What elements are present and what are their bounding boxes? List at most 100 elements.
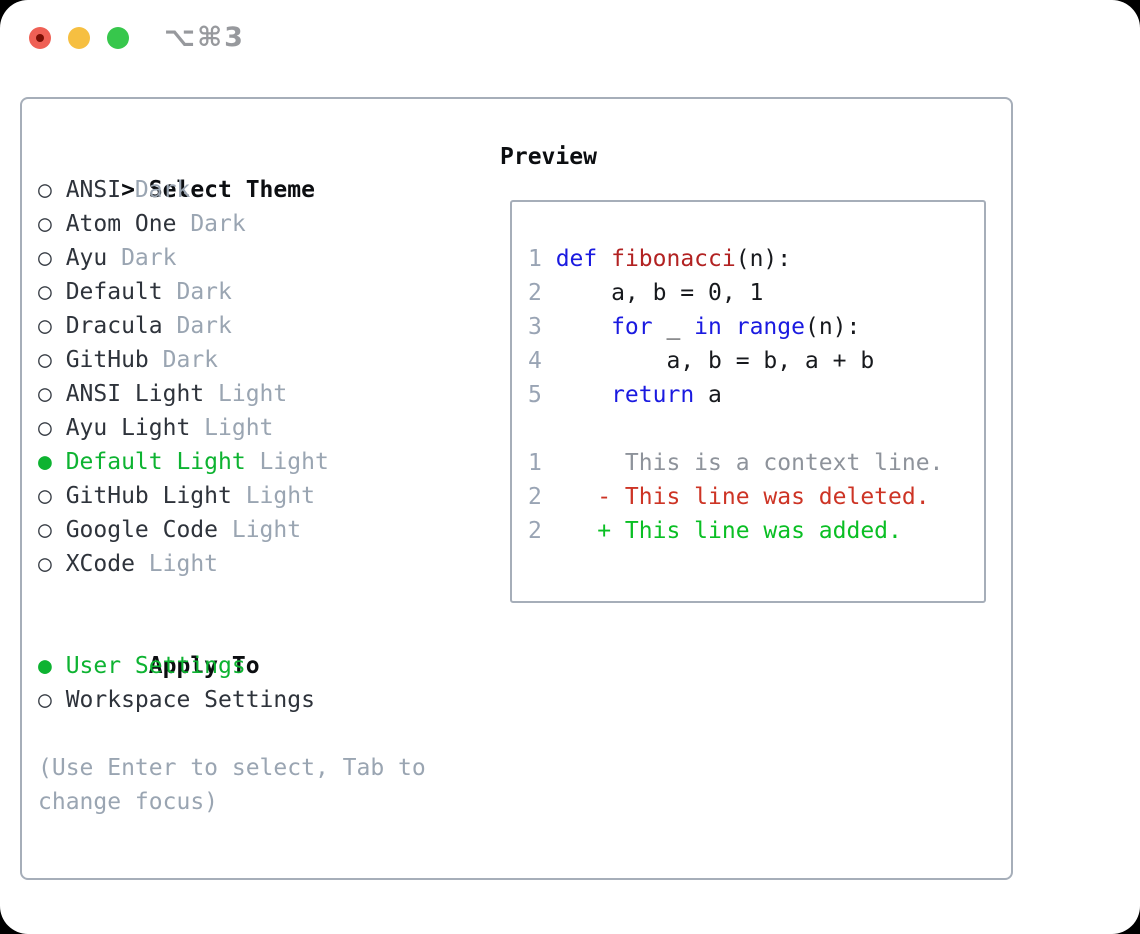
theme-name: Dracula <box>65 313 163 339</box>
radio-icon: ○ <box>38 347 52 373</box>
code-token <box>556 518 598 544</box>
section-gap <box>38 717 488 751</box>
theme-name: Ayu Light <box>65 415 191 441</box>
minimize-button[interactable] <box>68 27 90 49</box>
theme-name: ANSI <box>65 177 122 203</box>
radio-icon: ○ <box>38 551 52 577</box>
line-number: 1 <box>528 450 542 476</box>
code-token <box>722 314 736 340</box>
code-line: 2 a, b = 0, 1 <box>528 276 984 310</box>
theme-item[interactable]: ○ Default Dark <box>38 275 488 309</box>
radio-icon: ○ <box>38 483 52 509</box>
code-token: a, b = 0, 1 <box>555 280 764 306</box>
radio-icon: ○ <box>38 517 52 543</box>
theme-variant: Dark <box>162 313 232 339</box>
line-number: 2 <box>528 280 542 306</box>
theme-name: XCode <box>65 551 135 577</box>
theme-variant: Light <box>134 551 219 577</box>
close-button[interactable] <box>29 27 51 49</box>
radio-icon: ○ <box>38 313 52 339</box>
diff-line: 2 - This line was deleted. <box>528 480 984 514</box>
theme-item[interactable]: ○Ayu Dark <box>38 241 488 275</box>
theme-item[interactable]: ○ ANSI Dark <box>38 173 488 207</box>
title-bar: ⌥⌘3 <box>0 0 1140 76</box>
select-theme-header: > Select Theme <box>38 139 488 203</box>
code-token: This is a context line. <box>555 450 944 476</box>
line-number: 2 <box>528 518 542 544</box>
theme-item[interactable]: ○Atom One Dark <box>38 207 488 241</box>
theme-item[interactable]: ●Default Light Light <box>38 445 488 479</box>
code-token: return <box>611 382 695 408</box>
code-token <box>556 314 611 340</box>
theme-name: Google Code <box>65 517 219 543</box>
theme-variant: Light <box>218 517 302 543</box>
theme-item[interactable]: ○ XCode Light <box>38 547 488 581</box>
apply-to-list: ●User Settings○Workspace Settings <box>38 649 488 717</box>
radio-icon: ○ <box>38 381 52 407</box>
theme-variant: Light <box>231 483 315 509</box>
theme-name: GitHub Light <box>65 483 232 509</box>
blank-line <box>528 412 984 446</box>
theme-item[interactable]: ○ GitHub Light Light <box>38 479 488 513</box>
code-token: in <box>694 314 722 340</box>
code-token: a <box>694 382 722 408</box>
theme-variant: Dark <box>162 279 232 305</box>
theme-name: Default Light <box>65 449 246 475</box>
theme-variant: Dark <box>121 177 191 203</box>
code-token <box>556 484 598 510</box>
apply-to-option[interactable]: ○Workspace Settings <box>38 683 488 717</box>
line-number: 5 <box>528 382 542 408</box>
section-gap <box>38 581 488 615</box>
code-token <box>556 382 611 408</box>
apply-to-header: Apply To <box>38 615 488 679</box>
apply-to-option-label: Workspace Settings <box>65 687 315 713</box>
radio-selected-icon: ● <box>38 449 52 475</box>
theme-item[interactable]: ○ Dracula Dark <box>38 309 488 343</box>
line-number: 2 <box>528 484 542 510</box>
code-token: - This line was deleted. <box>597 484 930 510</box>
code-token: for <box>611 314 653 340</box>
apply-to-label: Apply To <box>148 653 260 679</box>
radio-icon: ○ <box>38 211 52 237</box>
apply-to-option[interactable]: ●User Settings <box>38 649 488 683</box>
theme-name: Ayu <box>65 245 108 271</box>
code-token: (n): <box>804 314 861 340</box>
code-token: range <box>735 314 805 340</box>
theme-item[interactable]: ○ANSI Light Light <box>38 377 488 411</box>
code-token: fibonacci <box>611 246 736 272</box>
line-number: 3 <box>528 314 542 340</box>
code-line: 3 for _ in range(n): <box>528 310 984 344</box>
hint-text: (Use Enter to select, Tab to change focu… <box>38 755 426 815</box>
diff-line: 2 + This line was added. <box>528 514 984 548</box>
zoom-button[interactable] <box>107 27 129 49</box>
window-title: ⌥⌘3 <box>164 22 245 53</box>
theme-selector-column: >Select Theme ○ANSI Dark○Atom One Dark○A… <box>38 139 488 819</box>
code-token: _ <box>652 314 695 340</box>
code-token: a, b = b, a + b <box>555 348 875 374</box>
code-token: def <box>555 246 598 272</box>
theme-name: Default <box>65 279 163 305</box>
preview-title: Preview <box>500 144 597 170</box>
radio-icon: ○ <box>38 245 52 271</box>
theme-item[interactable]: ○GitHub Dark <box>38 343 488 377</box>
focus-caret-icon: > <box>121 177 135 203</box>
code-token: (n): <box>735 246 792 272</box>
code-line: 5 return a <box>528 378 984 412</box>
code-line: 4 a, b = b, a + b <box>528 344 984 378</box>
code-token: + This line was added. <box>597 518 902 544</box>
theme-item[interactable]: ○ Google Code Light <box>38 513 488 547</box>
theme-name: GitHub <box>65 347 149 373</box>
unsaved-dot-icon <box>36 34 44 42</box>
radio-icon: ○ <box>38 279 52 305</box>
theme-item[interactable]: ○Ayu Light Light <box>38 411 488 445</box>
line-number: 4 <box>528 348 542 374</box>
theme-variant: Light <box>204 381 288 407</box>
radio-icon: ○ <box>38 177 52 203</box>
radio-icon: ○ <box>38 415 52 441</box>
theme-variant: Dark <box>176 211 246 237</box>
select-theme-label: Select Theme <box>148 177 315 203</box>
